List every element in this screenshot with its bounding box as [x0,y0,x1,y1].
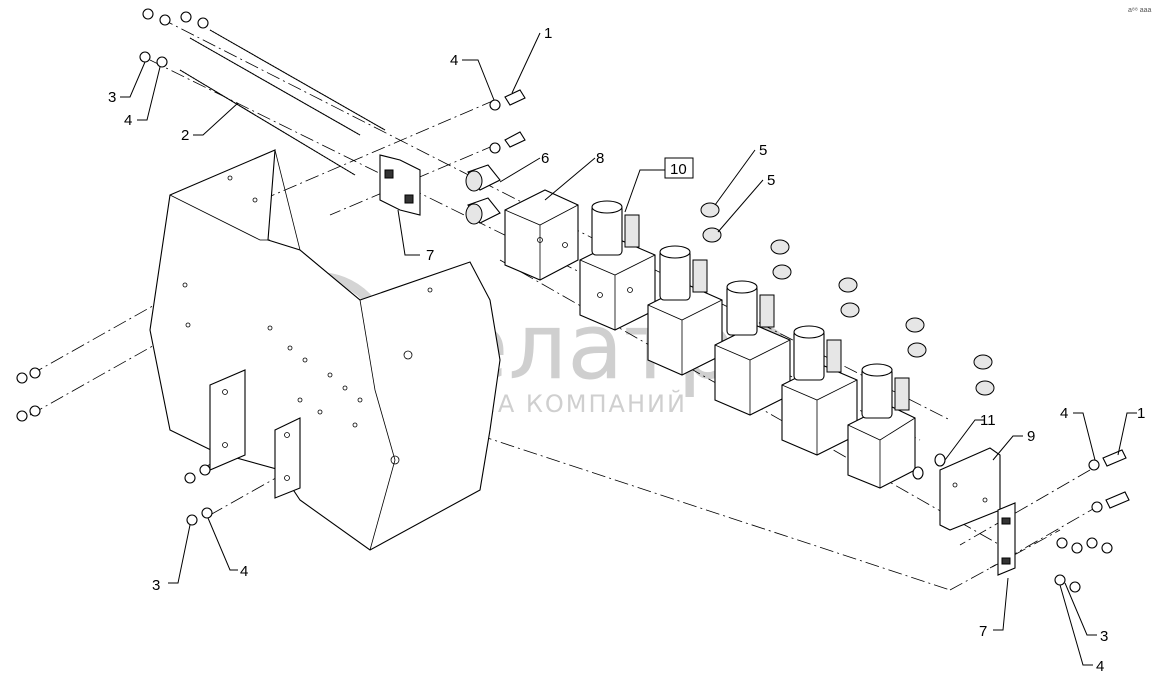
bracket-plates [209,369,301,499]
top-left-nuts-washers [16,8,213,526]
callout-1-top: 1 [544,25,552,42]
valve-section-2 [647,245,723,376]
end-block [504,189,579,281]
callout-2: 2 [181,127,189,144]
callout-3-bottomleft: 3 [152,577,160,594]
valve-section-4 [781,325,858,456]
leader-lines [120,32,1137,666]
callout-11: 11 [980,412,996,429]
callout-5-a: 5 [759,142,767,159]
fittings-right [700,202,995,396]
valve-section-3 [714,280,791,416]
callout-9: 9 [1027,428,1035,445]
callout-5-b: 5 [767,172,775,189]
callout-3-topleft: 3 [108,89,116,106]
callout-10: 10 [670,161,687,178]
callout-3-bottomright: 3 [1100,628,1108,645]
callout-4-topleft: 4 [124,112,132,129]
mounting-bracket [149,149,501,551]
callout-7-right: 7 [979,623,987,640]
valve-sections [579,200,916,489]
callout-labels: 1 4 3 4 2 6 8 10 5 5 7 11 9 4 1 3 4 7 3 … [108,25,1145,675]
fittings-left [465,164,501,225]
corner-mark: a⁸⁸ aaa [1128,7,1152,14]
callout-8: 8 [596,150,604,167]
callout-6: 6 [541,150,549,167]
valve-section-5 [847,363,916,489]
seal-and-cover [912,447,1001,531]
clamp-bracket-left [379,154,421,216]
callout-4-right: 4 [1060,405,1068,422]
right-bolts [1054,449,1130,593]
threaded-rods [179,29,386,176]
callout-4-bottomleft: 4 [240,563,248,580]
callout-7-left: 7 [426,247,434,264]
valve-section-1 [579,200,656,331]
callout-10-box: 10 [664,157,694,179]
top-bolts [489,89,526,154]
callout-4-bottomright: 4 [1096,658,1104,675]
callout-1-right: 1 [1137,405,1145,422]
callout-4-upper: 4 [450,52,458,69]
clamp-bracket-right [997,502,1016,576]
